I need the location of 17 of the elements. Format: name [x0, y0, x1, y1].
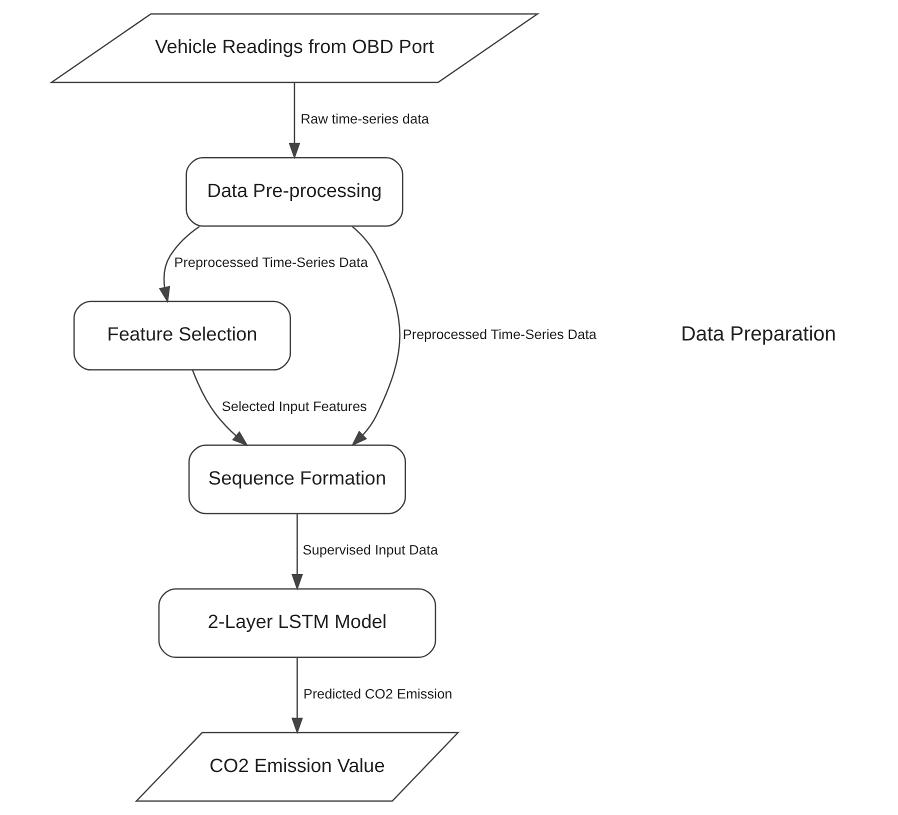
edge-label: Supervised Input Data	[302, 542, 438, 558]
node-box: Data Pre-processing	[185, 156, 403, 227]
arrow	[290, 514, 302, 590]
node-box: 2-Layer LSTM Model	[158, 588, 436, 658]
arrow	[290, 658, 302, 734]
arrow	[288, 82, 300, 160]
edge-label: Preprocessed Time-Series Data	[174, 255, 368, 270]
edge-label: Raw time-series data	[300, 111, 429, 126]
edge-label: Predicted CO2 Emission	[302, 686, 452, 702]
edge-label: Selected Input Features	[221, 398, 366, 414]
arrow	[350, 226, 400, 446]
node-box: Feature Selection	[72, 300, 291, 371]
label: Data Preparation	[680, 322, 836, 346]
node-box: Sequence Formation	[188, 444, 406, 514]
arrow	[158, 226, 200, 304]
edge-label: Preprocessed Time-Series Data	[402, 327, 596, 342]
arrow	[191, 370, 248, 446]
